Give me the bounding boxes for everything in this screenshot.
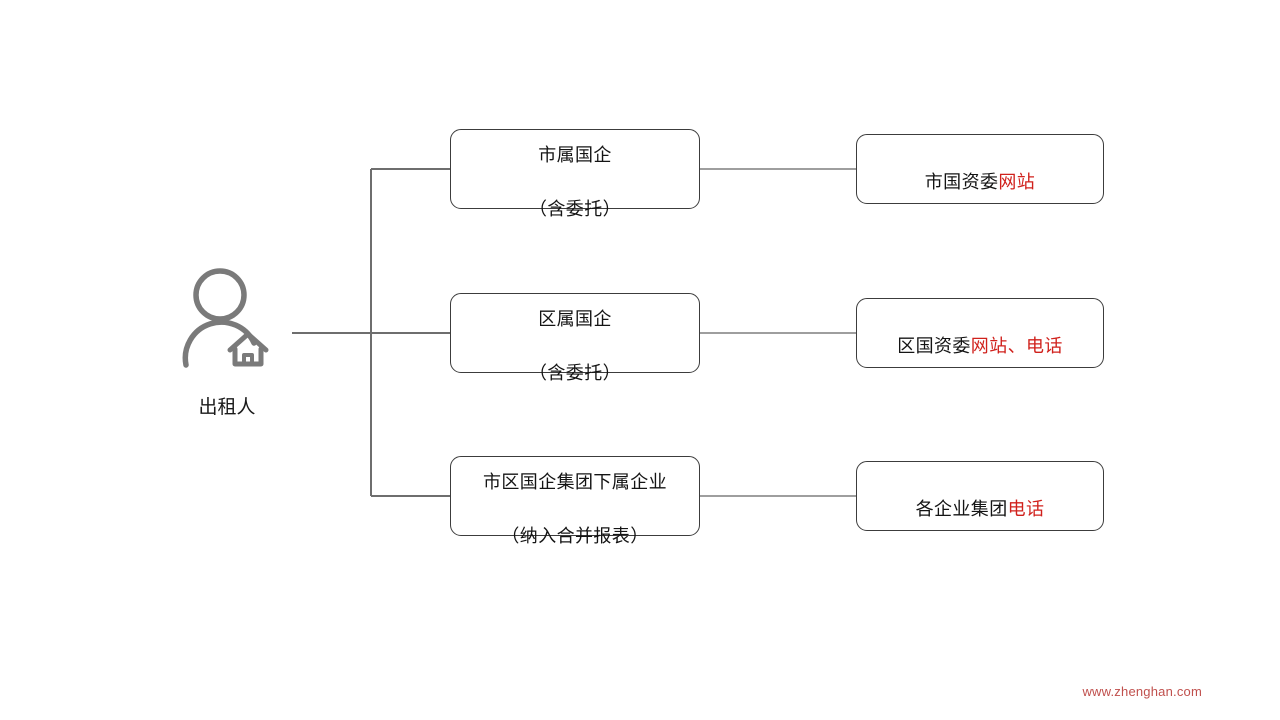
actor-label: 出租人 [198,397,256,418]
node-city-sasac-highlight: 网站 [998,172,1036,192]
node-district-sasac-prefix: 区国资委 [897,336,971,356]
node-enterprise-group-prefix: 各企业集团 [915,499,1008,519]
node-city-sasac[interactable]: 市国资委网站 [856,134,1104,204]
watermark: www.zhenghan.com [1082,684,1202,699]
node-city-soe[interactable]: 市属国企 （含委托） [450,129,700,219]
person-with-house-icon [182,268,269,368]
node-district-soe-line1: 区属国企 [538,309,612,329]
node-district-soe-line2: （含委托） [529,363,621,383]
node-district-sasac-text: 区国资委网站、电话 [897,306,1063,360]
node-city-soe-line1: 市属国企 [538,145,612,165]
node-subsidiary-soe[interactable]: 市区国企集团下属企业 （纳入合并报表） [450,456,700,546]
node-district-soe[interactable]: 区属国企 （含委托） [450,293,700,383]
node-city-sasac-text: 市国资委网站 [925,142,1035,196]
node-city-soe-line2: （含委托） [529,199,621,219]
node-district-sasac-highlight: 网站、电话 [970,336,1063,356]
node-enterprise-group-highlight: 电话 [1007,499,1045,519]
node-enterprise-group[interactable]: 各企业集团电话 [856,461,1104,531]
node-subsidiary-soe-text: 市区国企集团下属企业 （纳入合并报表） [483,442,667,550]
node-subsidiary-soe-line2: （纳入合并报表） [501,526,649,546]
node-enterprise-group-text: 各企业集团电话 [916,469,1045,523]
node-city-soe-text: 市属国企 （含委托） [529,115,621,223]
node-city-sasac-prefix: 市国资委 [924,172,999,192]
actor-lessor: 出租人 [168,266,286,436]
node-district-soe-text: 区属国企 （含委托） [529,279,621,387]
node-subsidiary-soe-line1: 市区国企集团下属企业 [483,472,667,492]
node-district-sasac[interactable]: 区国资委网站、电话 [856,298,1104,368]
